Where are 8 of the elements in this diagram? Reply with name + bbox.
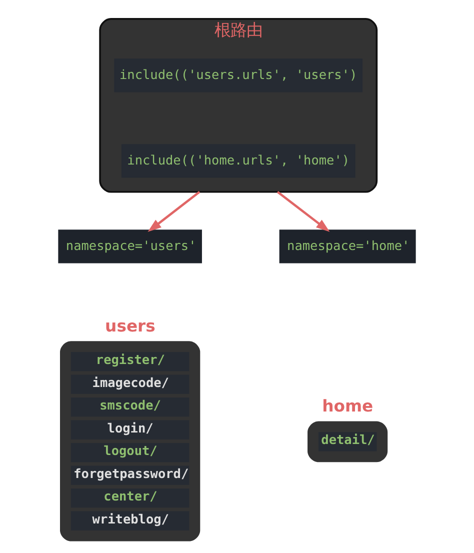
node-label: home [322, 396, 374, 416]
arrow [276, 190, 330, 232]
arrow [148, 190, 200, 232]
node-box: namespace='users' [58, 230, 202, 264]
node-label: users [105, 316, 156, 336]
node-box: namespace='home' [279, 230, 416, 264]
node-box: detail/ [308, 421, 388, 462]
node-box: register/ imagecode/ smscode/ login/ logout/ forgetpassword/ center/ writeblog/ [60, 341, 200, 542]
